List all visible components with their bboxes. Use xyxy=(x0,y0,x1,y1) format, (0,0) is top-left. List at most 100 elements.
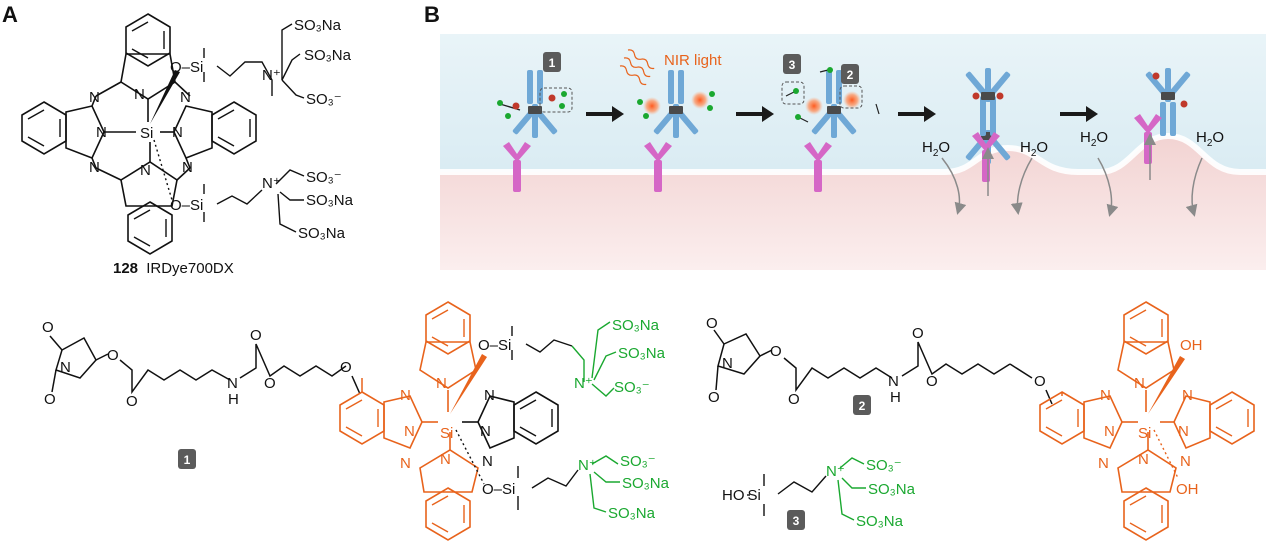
water-flow-arrow xyxy=(941,157,967,215)
n-plus-label: N⁺ xyxy=(574,375,593,392)
n-atom: N xyxy=(172,124,183,141)
so3na-label: SO₃Na xyxy=(622,475,670,492)
svg-text:2: 2 xyxy=(847,68,854,82)
o-atom: O xyxy=(912,325,924,342)
badge-2: 2 xyxy=(841,64,859,84)
so3-label: SO₃⁻ xyxy=(614,379,650,396)
panel-b-letter: B xyxy=(424,2,440,27)
n-atom: N xyxy=(89,89,100,106)
so3na-label: SO₃Na xyxy=(304,47,352,64)
n-atom: N xyxy=(1180,453,1191,470)
compound-number: 128 xyxy=(113,260,138,277)
svg-text:1: 1 xyxy=(184,453,191,467)
o-si-atom: O–Si xyxy=(170,59,203,76)
compound-3-badge: 3 xyxy=(787,510,805,530)
n-atom: N xyxy=(182,159,193,176)
so3na-label: SO₃Na xyxy=(856,513,904,530)
o-atom: O xyxy=(770,343,782,360)
benzo-ring-left xyxy=(21,101,67,155)
o-atom: O xyxy=(107,347,119,364)
dye-highlight-box xyxy=(539,87,573,113)
n-atom: N xyxy=(1182,387,1193,404)
benzo-ring-bottom xyxy=(127,201,173,255)
n-atom: N xyxy=(1098,455,1109,472)
o-si-atom: O–Si xyxy=(170,197,203,214)
n-atom: N xyxy=(400,455,411,472)
n-atom: N xyxy=(436,375,447,392)
compound-2-dye-core: Si N N N N N N N N OH OH xyxy=(1039,301,1255,541)
nir-light-label: NIR light xyxy=(664,52,722,69)
si-atom: Si xyxy=(1138,425,1151,442)
nir-light-waves xyxy=(619,49,655,86)
o-atom: O xyxy=(1034,373,1046,390)
step-arrow xyxy=(1060,106,1098,122)
step-arrow xyxy=(736,106,774,122)
benzo-ring-top xyxy=(125,13,171,67)
water-flow-arrow xyxy=(1097,157,1119,217)
n-atom: N xyxy=(1100,387,1111,404)
so3na-label: SO₃Na xyxy=(294,17,342,34)
o-atom: O xyxy=(926,373,938,390)
step-arrow xyxy=(586,106,624,122)
n-atom: N xyxy=(482,453,493,470)
n-plus-label: N⁺ xyxy=(578,457,597,474)
o-atom: O xyxy=(340,359,352,376)
o-atom: O xyxy=(44,391,56,408)
n-plus-label: N⁺ xyxy=(262,67,281,84)
so3na-label: SO₃Na xyxy=(868,481,916,498)
so3na-label: SO₃Na xyxy=(306,192,354,209)
n-atom: N xyxy=(140,162,151,179)
n-atom: N xyxy=(60,359,71,376)
o-atom: O xyxy=(264,375,276,392)
mechanism-scene: 1 NIR light 3 2 xyxy=(440,34,1266,270)
nh-n: N xyxy=(888,373,899,390)
n-atom: N xyxy=(96,124,107,141)
so3na-label: SO₃Na xyxy=(608,505,656,522)
fragment-box xyxy=(839,85,863,109)
nh-n: N xyxy=(227,375,238,392)
svg-text:3: 3 xyxy=(793,514,800,528)
o-si-atom: O–Si xyxy=(482,481,515,498)
oh-atom: OH xyxy=(1180,337,1203,354)
nh-h: H xyxy=(890,389,901,406)
step-arrow xyxy=(898,106,936,122)
n-atom: N xyxy=(404,423,415,440)
water-label: H2O xyxy=(1080,129,1108,149)
n-atom: N xyxy=(1134,375,1145,392)
si-atom: Si xyxy=(140,125,153,142)
o-atom: O xyxy=(788,391,800,408)
svg-text:1: 1 xyxy=(549,56,556,70)
oh-atom: OH xyxy=(1176,481,1199,498)
n-atom: N xyxy=(1178,423,1189,440)
compound-2-badge: 2 xyxy=(853,395,871,415)
n-atom: N xyxy=(484,387,495,404)
water-flow-arrow xyxy=(1010,157,1033,215)
svg-text:2: 2 xyxy=(859,399,866,413)
compound-1-badge: 1 xyxy=(178,449,196,469)
compound-128-caption: 128 IRDye700DX xyxy=(113,260,234,277)
compound-name: IRDye700DX xyxy=(146,260,234,277)
so3na-label: SO₃Na xyxy=(612,317,660,334)
so3-label: SO₃⁻ xyxy=(866,457,902,474)
water-flow-arrow xyxy=(1185,157,1203,217)
fragment-box xyxy=(781,81,805,105)
so3-label: SO₃⁻ xyxy=(306,91,342,108)
n-atom: N xyxy=(440,451,451,468)
n-atom: N xyxy=(722,355,733,372)
n-atom: N xyxy=(180,89,191,106)
nh-h: H xyxy=(228,391,239,408)
so3na-label: SO₃Na xyxy=(298,225,346,242)
water-label: H2O xyxy=(1020,139,1048,159)
compound-128-structure: Si N N N N N N N N O–Si SO₃Na SO₃Na N⁺ S… xyxy=(21,13,354,255)
n-atom: N xyxy=(400,387,411,404)
o-atom: O xyxy=(42,319,54,336)
so3-label: SO₃⁻ xyxy=(306,169,342,186)
so3na-label: SO₃Na xyxy=(618,345,666,362)
badge-3: 3 xyxy=(783,54,801,74)
svg-text:3: 3 xyxy=(789,58,796,72)
n-plus-label: N⁺ xyxy=(262,175,281,192)
n-atom: N xyxy=(89,159,100,176)
o-atom: O xyxy=(126,393,138,410)
